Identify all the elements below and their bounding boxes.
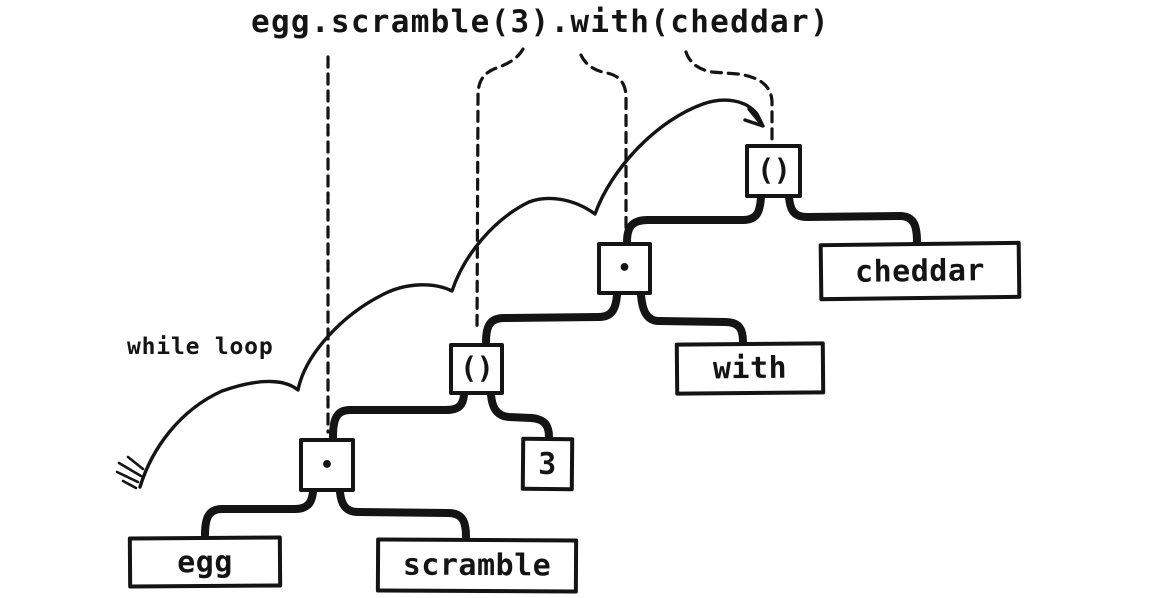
- expression-title: egg.scramble(3).with(cheddar): [251, 4, 830, 40]
- ast-node-egg: egg: [127, 535, 283, 589]
- ast-node-outer-call: (): [745, 144, 802, 198]
- edge-inner-call-to-arg: [487, 391, 553, 441]
- edge-inner-dot-to-scramble: [336, 488, 470, 541]
- while-loop-arrow: [115, 98, 765, 490]
- feather-icon: [115, 455, 145, 490]
- tree-edges: [201, 193, 921, 541]
- edge-inner-call-to-inner-dot: [329, 391, 468, 441]
- edge-inner-dot-to-egg: [201, 488, 317, 539]
- edge-outer-call-to-outer-dot: [623, 193, 765, 246]
- ast-node-inner-call: (): [449, 343, 504, 395]
- ast-node-scramble: scramble: [375, 537, 579, 594]
- node-label: scramble: [402, 547, 552, 584]
- edge-outer-dot-to-with: [637, 291, 747, 346]
- node-label: •: [617, 256, 632, 281]
- node-label: 3: [538, 446, 557, 482]
- dashed-connector-outer-dot: [579, 53, 628, 237]
- node-label: cheddar: [854, 252, 986, 290]
- dashed-connector-outer-call: [684, 50, 774, 143]
- dashed-connector-inner-call: [475, 47, 525, 332]
- node-label: egg: [177, 544, 233, 580]
- ast-node-cheddar: cheddar: [818, 240, 1022, 302]
- node-label: •: [320, 452, 334, 478]
- edge-outer-call-to-cheddar: [785, 193, 921, 246]
- node-label: (): [757, 153, 791, 187]
- node-label: (): [460, 351, 494, 385]
- ast-node-with: with: [674, 341, 826, 396]
- dashed-connectors: [326, 47, 774, 434]
- ast-node-arg-3: 3: [520, 436, 575, 492]
- while-loop-label: while loop: [127, 334, 274, 360]
- node-label: with: [712, 350, 788, 387]
- ast-node-outer-dot: •: [597, 242, 652, 295]
- ast-node-inner-dot: •: [299, 438, 355, 492]
- arrowhead-icon: [743, 107, 765, 128]
- edge-outer-dot-to-inner-call: [482, 291, 621, 346]
- arrow-curve: [138, 98, 764, 489]
